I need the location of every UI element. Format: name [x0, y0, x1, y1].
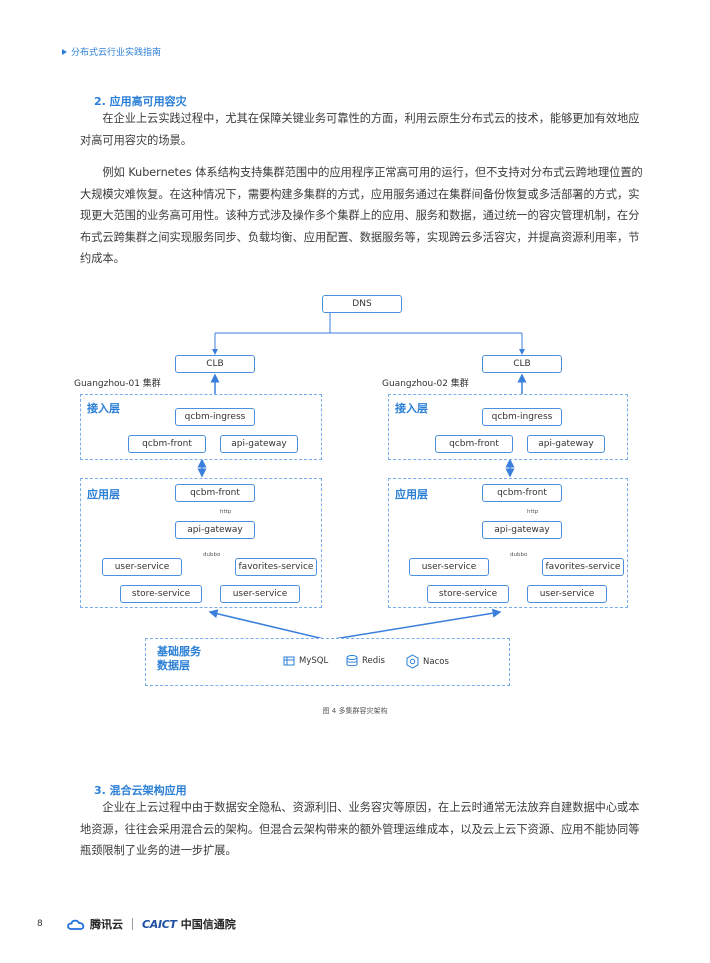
app-layer-label: 应用层	[87, 488, 120, 501]
header-title: 分布式云行业实践指南	[71, 48, 162, 58]
section-2-paragraph-2: 例如 Kubernetes 体系结构支持集群范围中的应用程序正常高可用的运行，但…	[80, 166, 643, 265]
brand-caict: CAICT	[142, 917, 177, 931]
nacos-item: Nacos	[405, 654, 449, 669]
favorites-service-box: favorites-service	[542, 558, 624, 576]
app-gateway-box: api-gateway	[482, 521, 562, 539]
mysql-icon	[283, 656, 295, 666]
app-gateway-box: api-gateway	[175, 521, 255, 539]
section-2-paragraph-1: 在企业上云实践过程中，尤其在保障关键业务可靠性的方面，利用云原生分布式云的技术，…	[80, 112, 640, 147]
section-3-heading: 3. 混合云架构应用	[94, 784, 187, 797]
clb-box: CLB	[482, 355, 562, 373]
base-layer-label: 基础服务 数据层	[157, 645, 201, 673]
user-service-2-box: user-service	[220, 585, 300, 603]
app-layer-label: 应用层	[395, 488, 428, 501]
app-front-box: qcbm-front	[175, 484, 255, 502]
redis-icon	[346, 655, 358, 667]
nacos-label: Nacos	[423, 656, 449, 667]
base-layer-label-line1: 基础服务	[157, 645, 201, 658]
footer-logos: 腾讯云 CAICT 中国信通院	[66, 916, 236, 932]
user-service-2-box: user-service	[527, 585, 607, 603]
brand-caict-chinese: 中国信通院	[180, 918, 236, 931]
store-service-box: store-service	[427, 585, 509, 603]
http-label: http	[527, 509, 539, 515]
gateway-box: api-gateway	[527, 435, 605, 453]
front-box: qcbm-front	[435, 435, 513, 453]
user-service-box: user-service	[102, 558, 182, 576]
ingress-box: qcbm-ingress	[175, 408, 255, 426]
favorites-service-box: favorites-service	[235, 558, 317, 576]
app-front-box: qcbm-front	[482, 484, 562, 502]
running-header: 分布式云行业实践指南	[62, 45, 161, 58]
brand-tencent-cloud: 腾讯云	[90, 918, 123, 931]
gateway-box: api-gateway	[220, 435, 298, 453]
mysql-label: MySQL	[299, 656, 329, 666]
dubbo-label: dubbo	[203, 552, 221, 558]
front-box: qcbm-front	[128, 435, 206, 453]
logo-separator	[132, 918, 133, 930]
dubbo-label: dubbo	[510, 552, 528, 558]
figure-caption: 图 4 多集群容灾架构	[322, 707, 388, 715]
user-service-box: user-service	[409, 558, 489, 576]
section-3-paragraph-1: 企业在上云过程中由于数据安全隐私、资源利旧、业务容灾等原因，在上云时通常无法放弃…	[80, 801, 640, 857]
dns-box: DNS	[322, 295, 402, 313]
http-label: http	[220, 509, 232, 515]
cluster-name: Guangzhou-02 集群	[382, 379, 469, 389]
triangle-icon	[62, 49, 67, 55]
redis-item: Redis	[345, 654, 385, 668]
base-layer-label-line2: 数据层	[157, 659, 190, 672]
section-2-heading: 2. 应用高可用容灾	[94, 95, 187, 108]
cluster-name: Guangzhou-01 集群	[74, 379, 161, 389]
base-data-layer	[145, 638, 510, 686]
mysql-item: MySQL	[282, 654, 328, 668]
access-layer-label: 接入层	[395, 402, 428, 415]
clb-box: CLB	[175, 355, 255, 373]
tencent-cloud-logo-icon	[67, 919, 85, 930]
store-service-box: store-service	[120, 585, 202, 603]
ingress-box: qcbm-ingress	[482, 408, 562, 426]
nacos-icon	[406, 654, 419, 669]
multi-cluster-dr-diagram: DNS CLB Guangzhou-01 集群 接入层 qcbm-ingress…	[60, 290, 650, 695]
redis-label: Redis	[362, 656, 385, 666]
page-number: 8	[37, 919, 43, 929]
access-layer-label: 接入层	[87, 402, 120, 415]
